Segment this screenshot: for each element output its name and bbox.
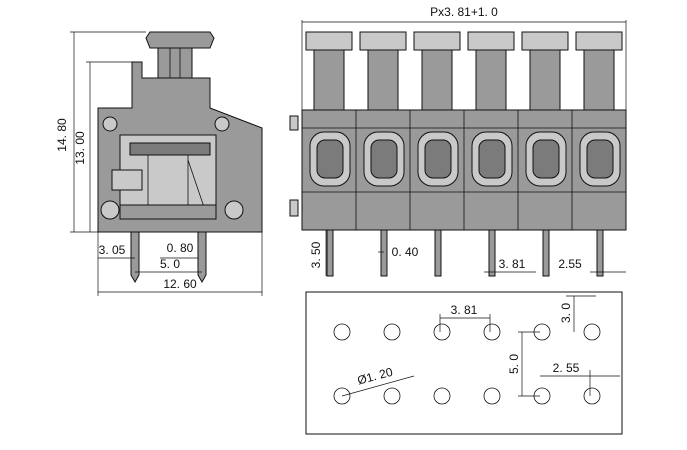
dim-depth: 12. 60	[163, 277, 197, 291]
front-button-cap-2	[359, 31, 407, 51]
dim-pin-length: 3. 50	[309, 241, 323, 268]
pcb-hole-row1-4	[483, 323, 501, 341]
front-button-stem-1	[313, 49, 345, 111]
front-wire-openings	[309, 110, 621, 230]
front-button-stem-5	[529, 49, 561, 111]
front-pin-2	[380, 229, 388, 277]
dim-pcb-row-spacing: 5. 0	[507, 354, 521, 374]
dim-top-pitch-formula: Px3. 81+1. 0	[430, 5, 498, 19]
pcb-hole-row1-6	[583, 323, 601, 341]
dim-end-offset: 2.55	[558, 257, 582, 271]
front-opening-inner-6	[586, 139, 614, 179]
dim-pin-spacing: 5. 0	[160, 257, 180, 271]
pcb-hole-row2-1	[333, 387, 351, 405]
front-opening-inner-2	[370, 139, 398, 179]
dim-pcb-pitch: 3. 81	[451, 303, 478, 317]
pcb-hole-row1-2	[383, 323, 401, 341]
side-wire-entry	[111, 169, 143, 191]
front-opening-inner-1	[316, 139, 344, 179]
front-side-tab-top	[289, 115, 299, 131]
side-mounting-hole-top-right	[214, 116, 230, 132]
pcb-layout: 3. 81 3. 0 5. 0 2. 55 Ø1. 20	[305, 291, 623, 435]
front-button-cap-6	[575, 31, 623, 51]
front-pin-5	[542, 229, 550, 277]
front-button-cap-4	[467, 31, 515, 51]
side-pin-left	[130, 231, 140, 284]
dim-pitch-front: 3. 81	[499, 257, 526, 271]
pcb-hole-row2-4	[483, 387, 501, 405]
front-push-buttons	[305, 31, 623, 111]
side-push-button	[145, 31, 215, 49]
front-opening-inner-5	[532, 139, 560, 179]
front-button-cap-3	[413, 31, 461, 51]
dim-height-body: 13. 00	[73, 131, 87, 165]
pcb-outline	[305, 291, 623, 435]
dim-height-total: 14. 80	[55, 118, 69, 152]
front-pin-4	[488, 229, 496, 277]
side-clamp-spring	[129, 142, 211, 156]
front-button-cap-5	[521, 31, 569, 51]
dim-pin-offset: 3. 05	[99, 243, 126, 257]
pcb-hole-row2-2	[383, 387, 401, 405]
dim-pin-thickness: 0. 40	[392, 245, 419, 259]
side-base-step	[119, 204, 217, 220]
dim-pin-width: 0. 80	[167, 241, 194, 255]
dim-hole-diameter: Ø1. 20	[356, 365, 395, 388]
side-button-stem	[157, 47, 193, 79]
side-mounting-hole-top-left	[102, 116, 118, 132]
pcb-hole-row1-3	[433, 323, 451, 341]
side-view: 14. 80 13. 00 12. 60 3. 05 5. 0 0. 80	[55, 31, 263, 296]
front-opening-inner-4	[478, 139, 506, 179]
pcb-hole-row1-1	[333, 323, 351, 341]
side-mounting-hole-bottom-left	[100, 200, 120, 220]
pcb-hole-row2-3	[433, 387, 451, 405]
side-mounting-hole-bottom-right	[224, 200, 244, 220]
front-pin-1	[326, 229, 334, 277]
front-pin-3	[434, 229, 442, 277]
front-opening-inner-3	[424, 139, 452, 179]
front-button-stem-6	[583, 49, 615, 111]
side-pin-right	[197, 231, 207, 284]
front-pin-6	[596, 229, 604, 277]
front-pins	[326, 229, 604, 277]
front-button-stem-3	[421, 49, 453, 111]
front-view: Px3. 81+1. 0 3. 50 0. 40 3. 81 2.55	[289, 5, 627, 277]
dim-pcb-end-offset: 2. 55	[553, 361, 580, 375]
front-button-cap-1	[305, 31, 353, 51]
front-button-stem-4	[475, 49, 507, 111]
front-side-tab-bottom	[289, 199, 299, 217]
dim-pcb-row-offset: 3. 0	[559, 303, 573, 323]
pcb-hole-row2-6	[583, 387, 601, 405]
front-button-stem-2	[367, 49, 399, 111]
